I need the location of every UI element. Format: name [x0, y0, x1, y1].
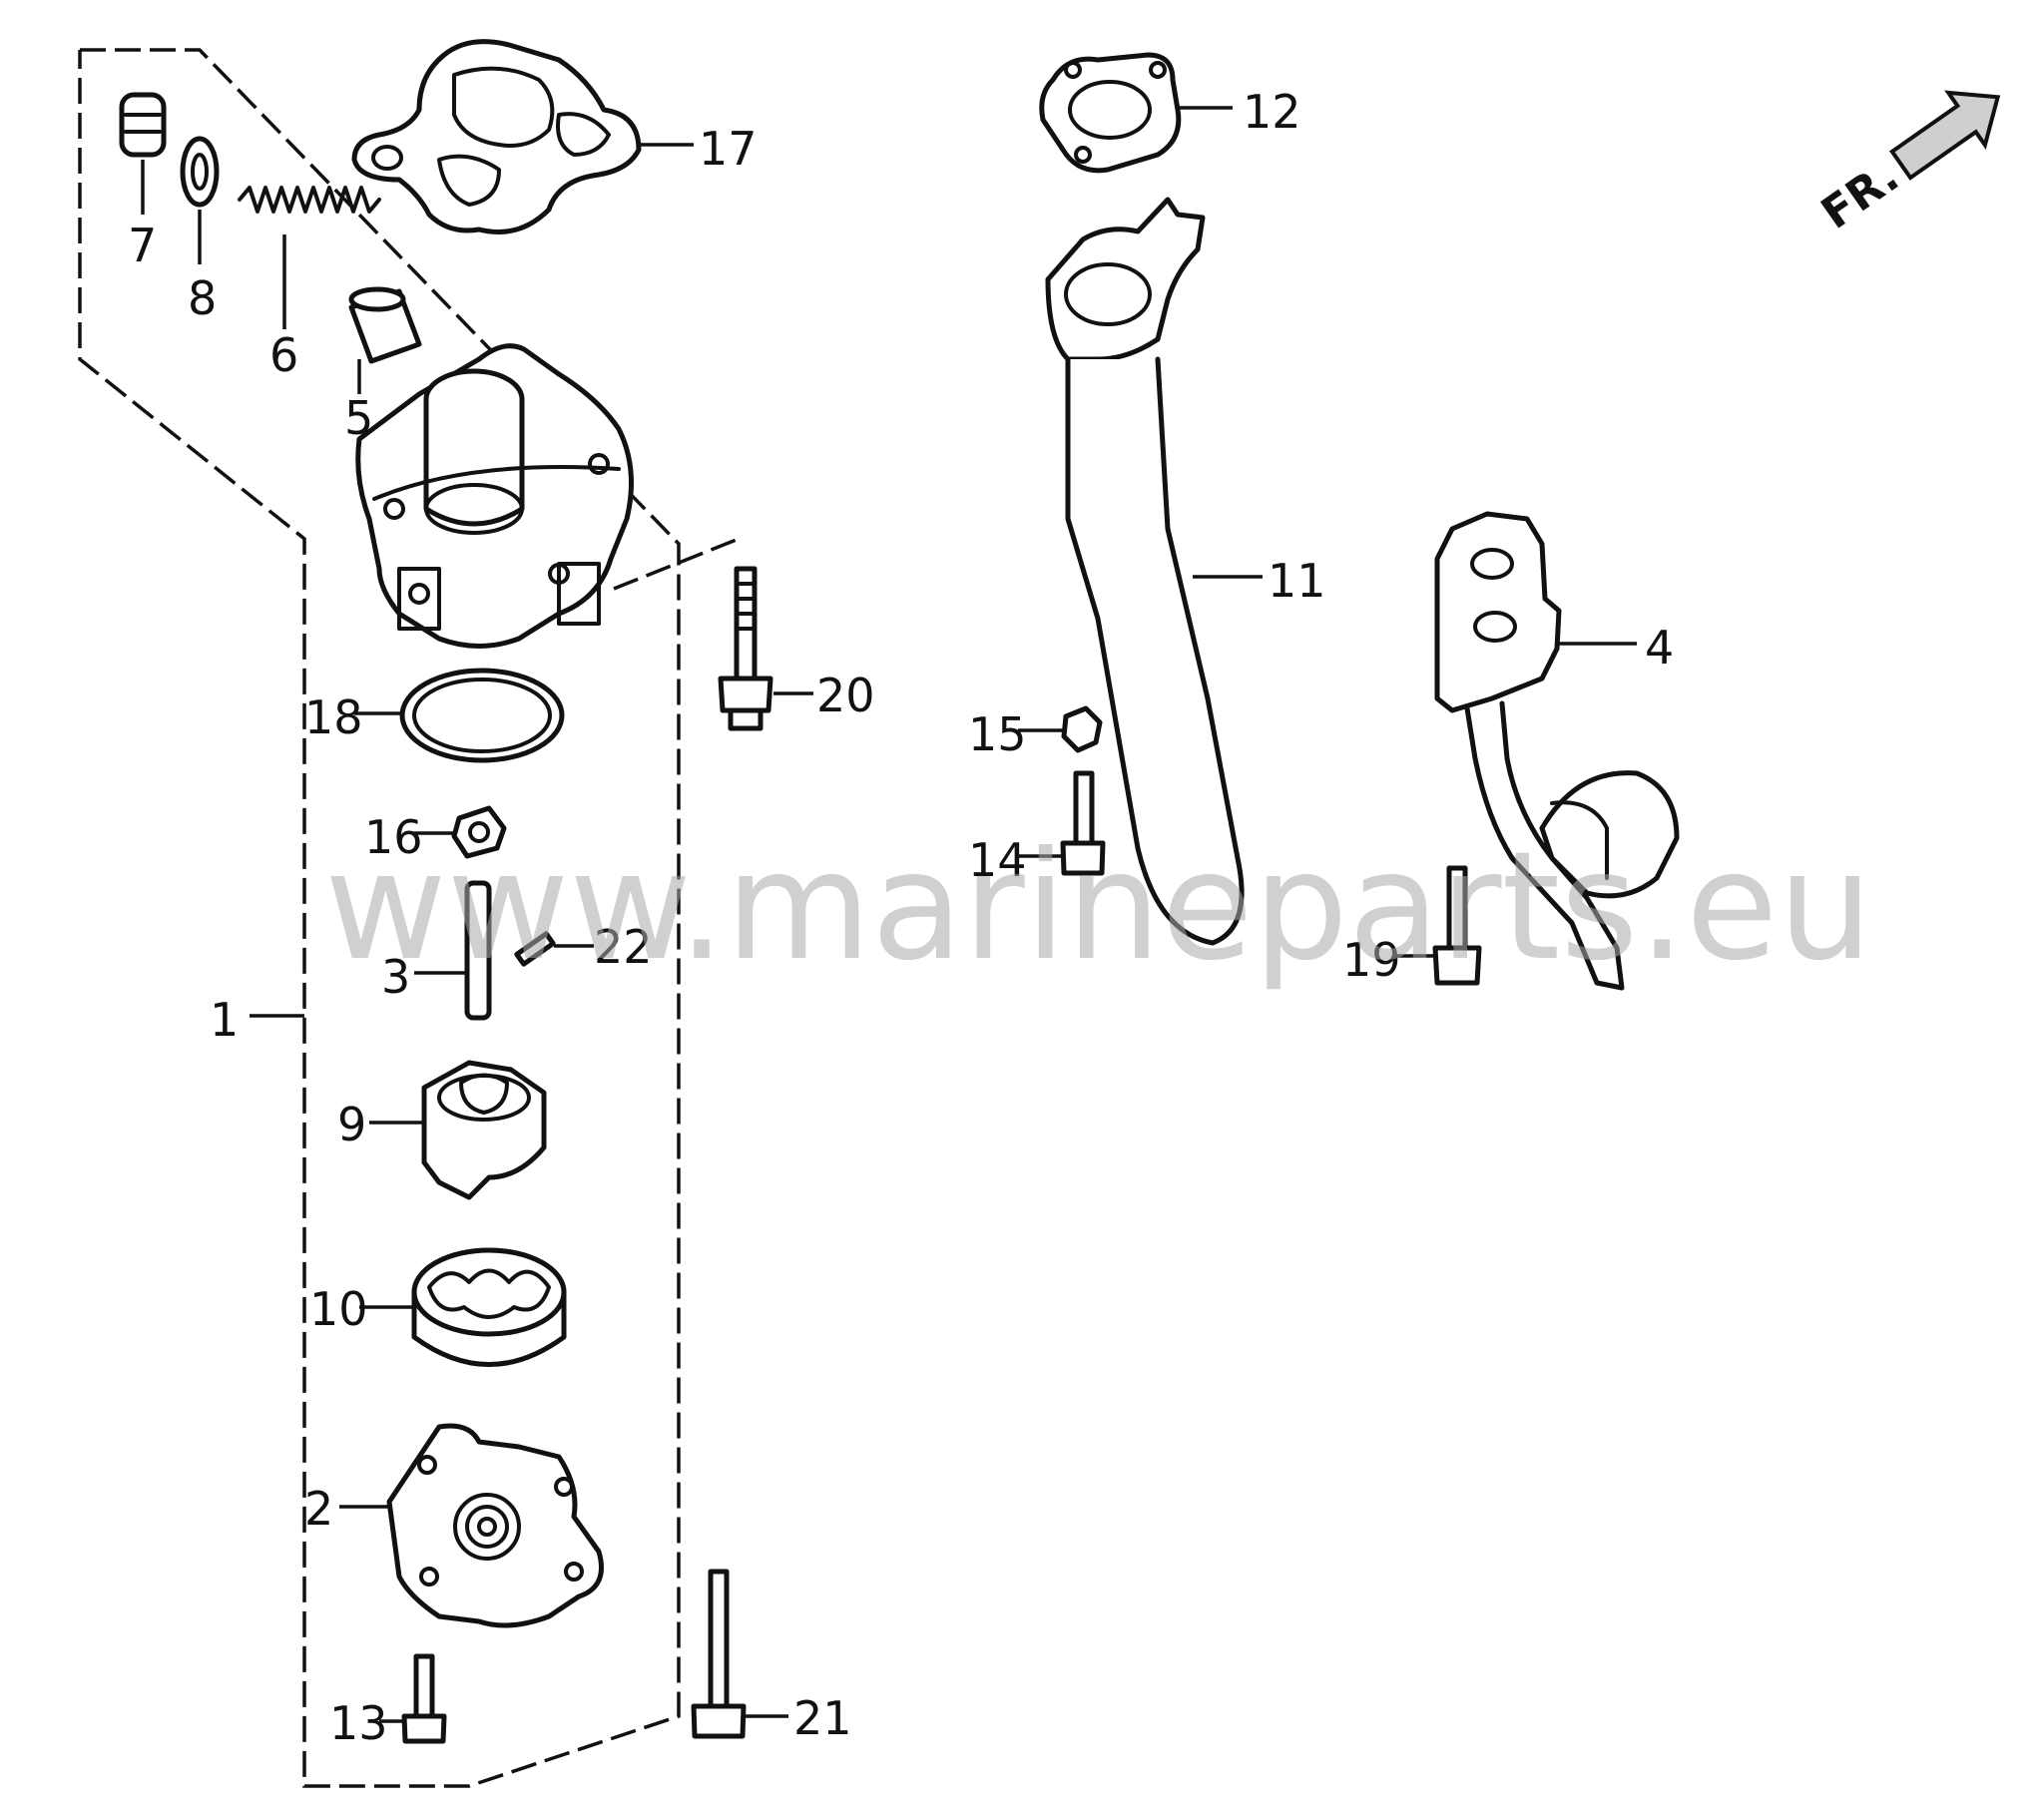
label-part-9: 9: [337, 1098, 366, 1151]
part-10-outer-rotor: [359, 1247, 567, 1367]
label-part-19: 19: [1342, 933, 1401, 987]
label-part-14: 14: [968, 833, 1027, 887]
part-5-relief-valve: [348, 286, 422, 394]
label-part-15: 15: [968, 707, 1027, 761]
part-19-bolt: [1392, 865, 1482, 986]
label-part-8: 8: [188, 271, 217, 325]
label-part-10: 10: [309, 1282, 368, 1336]
label-part-22: 22: [594, 920, 653, 974]
part-17-gasket: [351, 39, 694, 234]
part-number-labels: 1 2 3 4 5 6 7 8 9 10 11 12 13 14 15 16 1…: [128, 85, 1674, 1750]
label-part-1: 1: [210, 993, 239, 1047]
label-part-3: 3: [381, 950, 410, 1004]
part-9-inner-rotor: [369, 1060, 547, 1200]
label-part-2: 2: [304, 1482, 333, 1536]
part-22-pin: [514, 931, 594, 967]
watermark: www.marineparts.eu: [324, 820, 1873, 994]
part-13-bolt: [379, 1653, 447, 1744]
part-3-shaft: [414, 880, 492, 1021]
label-part-12: 12: [1243, 85, 1301, 139]
part-6-spring: [238, 186, 381, 329]
oil-pump-body: [355, 343, 634, 649]
label-part-13: 13: [329, 1696, 388, 1750]
label-part-18: 18: [304, 690, 363, 744]
part-21-bolt: [691, 1569, 788, 1739]
part-18-o-ring: [354, 668, 565, 763]
part-16-nut: [414, 805, 507, 859]
part-11-oil-pipe: [1045, 197, 1263, 946]
assembly-outline: [78, 48, 740, 1788]
label-part-11: 11: [1268, 554, 1326, 608]
part-2-pump-cover: [339, 1423, 604, 1628]
part-15-nut: [1018, 705, 1103, 753]
label-part-20: 20: [816, 669, 875, 722]
label-part-7: 7: [128, 219, 157, 272]
label-part-21: 21: [793, 1691, 852, 1745]
label-part-17: 17: [699, 122, 758, 176]
label-part-16: 16: [364, 810, 423, 864]
front-direction-arrow: FR.: [1812, 90, 2001, 239]
part-7-plug-bolt: [119, 92, 167, 215]
part-4-oil-strainer: [1434, 511, 1680, 991]
label-part-5: 5: [344, 391, 373, 445]
label-part-4: 4: [1645, 621, 1674, 675]
front-direction-label: FR.: [1812, 151, 1908, 239]
label-part-6: 6: [269, 328, 298, 382]
part-20-bolt: [718, 566, 813, 731]
part-12-gasket: [1039, 52, 1233, 174]
part-14-bolt: [1018, 770, 1106, 876]
part-8-washer: [180, 136, 220, 264]
